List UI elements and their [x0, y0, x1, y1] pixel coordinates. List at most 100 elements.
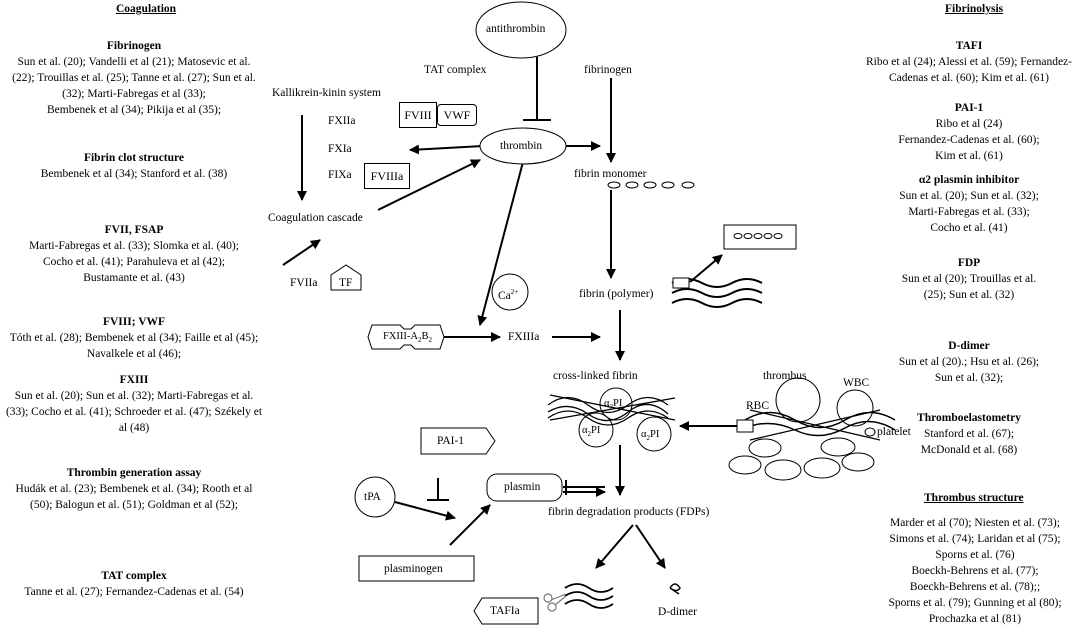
a2pi-circle-3 — [599, 387, 633, 421]
reference-block-title: D-dimer — [948, 340, 990, 352]
coagulation-cascade-label: Coagulation cascade — [268, 212, 363, 224]
fdps-label: fibrin degradation products (FDPs) — [548, 506, 710, 518]
reference-line: Sun et al. (20); Vandelli et al (21); Ma… — [17, 56, 251, 68]
reference-line: Cocho et al. (41) — [930, 222, 1008, 234]
antithrombin-label: antithrombin — [486, 23, 546, 35]
thrombin-to-fxiii-arrow — [477, 161, 524, 326]
coagulation-heading: Coagulation — [116, 3, 177, 15]
a2pi-label-left: α2PI — [582, 425, 601, 439]
reference-block: FXIII Sun et al. (20); Sun et al. (32); M… — [0, 372, 268, 436]
plasmin-node — [486, 473, 563, 502]
reference-block-title: PAI-1 — [954, 102, 984, 114]
a2pi-label-right: α2PI — [641, 429, 660, 443]
reference-line: Prochazka et al (81) — [928, 613, 1022, 625]
reference-line: Navalkele et al (46); — [86, 348, 182, 360]
ddimer-glyph — [669, 583, 681, 595]
fviia-arrow — [282, 239, 321, 266]
polymer-detail-arrow — [689, 254, 723, 283]
fibrin-polymer-label: fibrin (polymer) — [579, 288, 654, 300]
fibrinogen-label: fibrinogen — [584, 64, 632, 76]
fxiiia-label: FXIIIa — [508, 331, 540, 343]
reference-line: Cocho et al. (41); Parahuleva et al (42)… — [42, 256, 226, 268]
reference-line: Sun et al. (32); — [934, 372, 1004, 384]
polymer-detail-box — [723, 224, 797, 250]
cascade-to-thrombin-arrow — [377, 159, 481, 211]
reference-line: Sun et al. (20); Sun et al. (32); Marti-… — [14, 390, 254, 402]
wbc-label: WBC — [843, 377, 870, 389]
fibrin-fragments — [564, 583, 614, 609]
reference-line: (22); Trouillas et al. (25); Tanne et al… — [12, 72, 256, 84]
tf-label: TF — [339, 277, 353, 289]
plasminogen-arrow — [449, 504, 491, 546]
a2pi-circle-1 — [578, 412, 614, 448]
rbc-label: RBC — [746, 400, 770, 412]
reference-line: al (48) — [118, 422, 150, 434]
reference-block-title: FDP — [957, 257, 981, 269]
crosslinked-mesh — [547, 394, 676, 426]
reference-line: Sporns et al. (79); Gunning et al (80); — [888, 597, 1062, 609]
tafia-label: TAFIa — [490, 605, 520, 617]
platelet-label: platelet — [877, 426, 911, 438]
reference-line: Kim et al. (61) — [935, 150, 1003, 162]
calcium-label: Ca2+ — [498, 288, 519, 302]
reference-line: Ribo et al (24) — [935, 118, 1003, 130]
thrombin-node — [479, 127, 567, 165]
reference-line: Simons et al. (74); Laridan et al (75); — [889, 533, 1061, 545]
reference-block: FDP Sun et al (20); Trouillas et al. (25);… — [855, 255, 1083, 303]
antithrombin-node — [475, 1, 567, 59]
reference-block-title: Thrombin generation assay — [66, 467, 202, 479]
fixa-label: FIXa — [328, 169, 352, 181]
kallikrein-label: Kallikrein-kinin system — [272, 87, 381, 99]
pai1-shape — [420, 427, 496, 455]
thrombus-zoom-box — [736, 419, 754, 433]
reference-line: Tóth et al. (28); Bembenek et al (34); F… — [9, 332, 259, 344]
reference-line: (33); Cocho et al. (41); Schroeder et al… — [5, 406, 263, 418]
reference-line: Boeckh-Behrens et al. (78);; — [909, 581, 1041, 593]
thrombin-to-fviiia-arrow — [409, 144, 484, 155]
pai1-label: PAI-1 — [437, 435, 465, 447]
thrombus-graphic — [728, 377, 896, 481]
tf-shape — [330, 264, 362, 291]
tat-complex-label: TAT complex — [424, 64, 487, 76]
plasminogen-node — [358, 555, 475, 582]
thrombus-label: thrombus — [763, 370, 807, 382]
reference-line: Hudák et al. (23); Bembenek et al. (34);… — [15, 483, 253, 495]
reference-block-title: TAT complex — [101, 570, 167, 582]
reference-line: McDonald et al. (68) — [920, 444, 1018, 456]
fxia-label: FXIa — [328, 143, 352, 155]
reference-block-title: FXIII — [119, 374, 149, 386]
reference-line: Stanford et al. (67); — [923, 428, 1015, 440]
tpa-label: tPA — [364, 491, 381, 503]
reference-block-title: FVII, FSAP — [104, 224, 164, 236]
reference-line: Bembenek et al (34); Pikija et al (35); — [46, 104, 222, 116]
reference-line: (50); Balogun et al. (51); Goldman et al… — [30, 499, 238, 511]
reference-line: Bembenek et al (34); Stanford et al. (38… — [40, 168, 228, 180]
a2pi-label-top: α2PI — [604, 398, 623, 412]
reference-line: Sun et al. (20); Sun et al. (32); — [899, 190, 1039, 202]
reference-block-title: TAFI — [955, 40, 983, 52]
reference-block-title: Fibrinogen — [106, 40, 162, 52]
reference-line: Marti-Fabregas et al. (33); — [908, 206, 1030, 218]
reference-line: Sun et al (20); Trouillas et al. — [901, 273, 1037, 285]
thrombus-structure-references: Marder et al (70); Niesten et al. (73);S… — [870, 515, 1080, 627]
plasmin-label: plasmin — [504, 481, 541, 493]
fxiii-label: FXIII-A2B2 — [383, 331, 433, 345]
reference-line: Marti-Fabregas et al. (33); Slomka et al… — [29, 240, 239, 252]
reference-line: Boeckh-Behrens et al. (77); — [911, 565, 1039, 577]
reference-line: (25); Sun et al. (32) — [923, 289, 1015, 301]
reference-line: Fernandez-Cadenas et al. (60); — [898, 134, 1040, 146]
a2pi-circle-2 — [636, 416, 672, 452]
vwf-box: VWF — [437, 104, 477, 126]
reference-block: FVII, FSAP Marti-Fabregas et al. (33); Sl… — [0, 222, 268, 286]
thrombus-structure-heading: Thrombus structure — [924, 492, 1024, 504]
polymer-zoom-box — [672, 277, 690, 289]
